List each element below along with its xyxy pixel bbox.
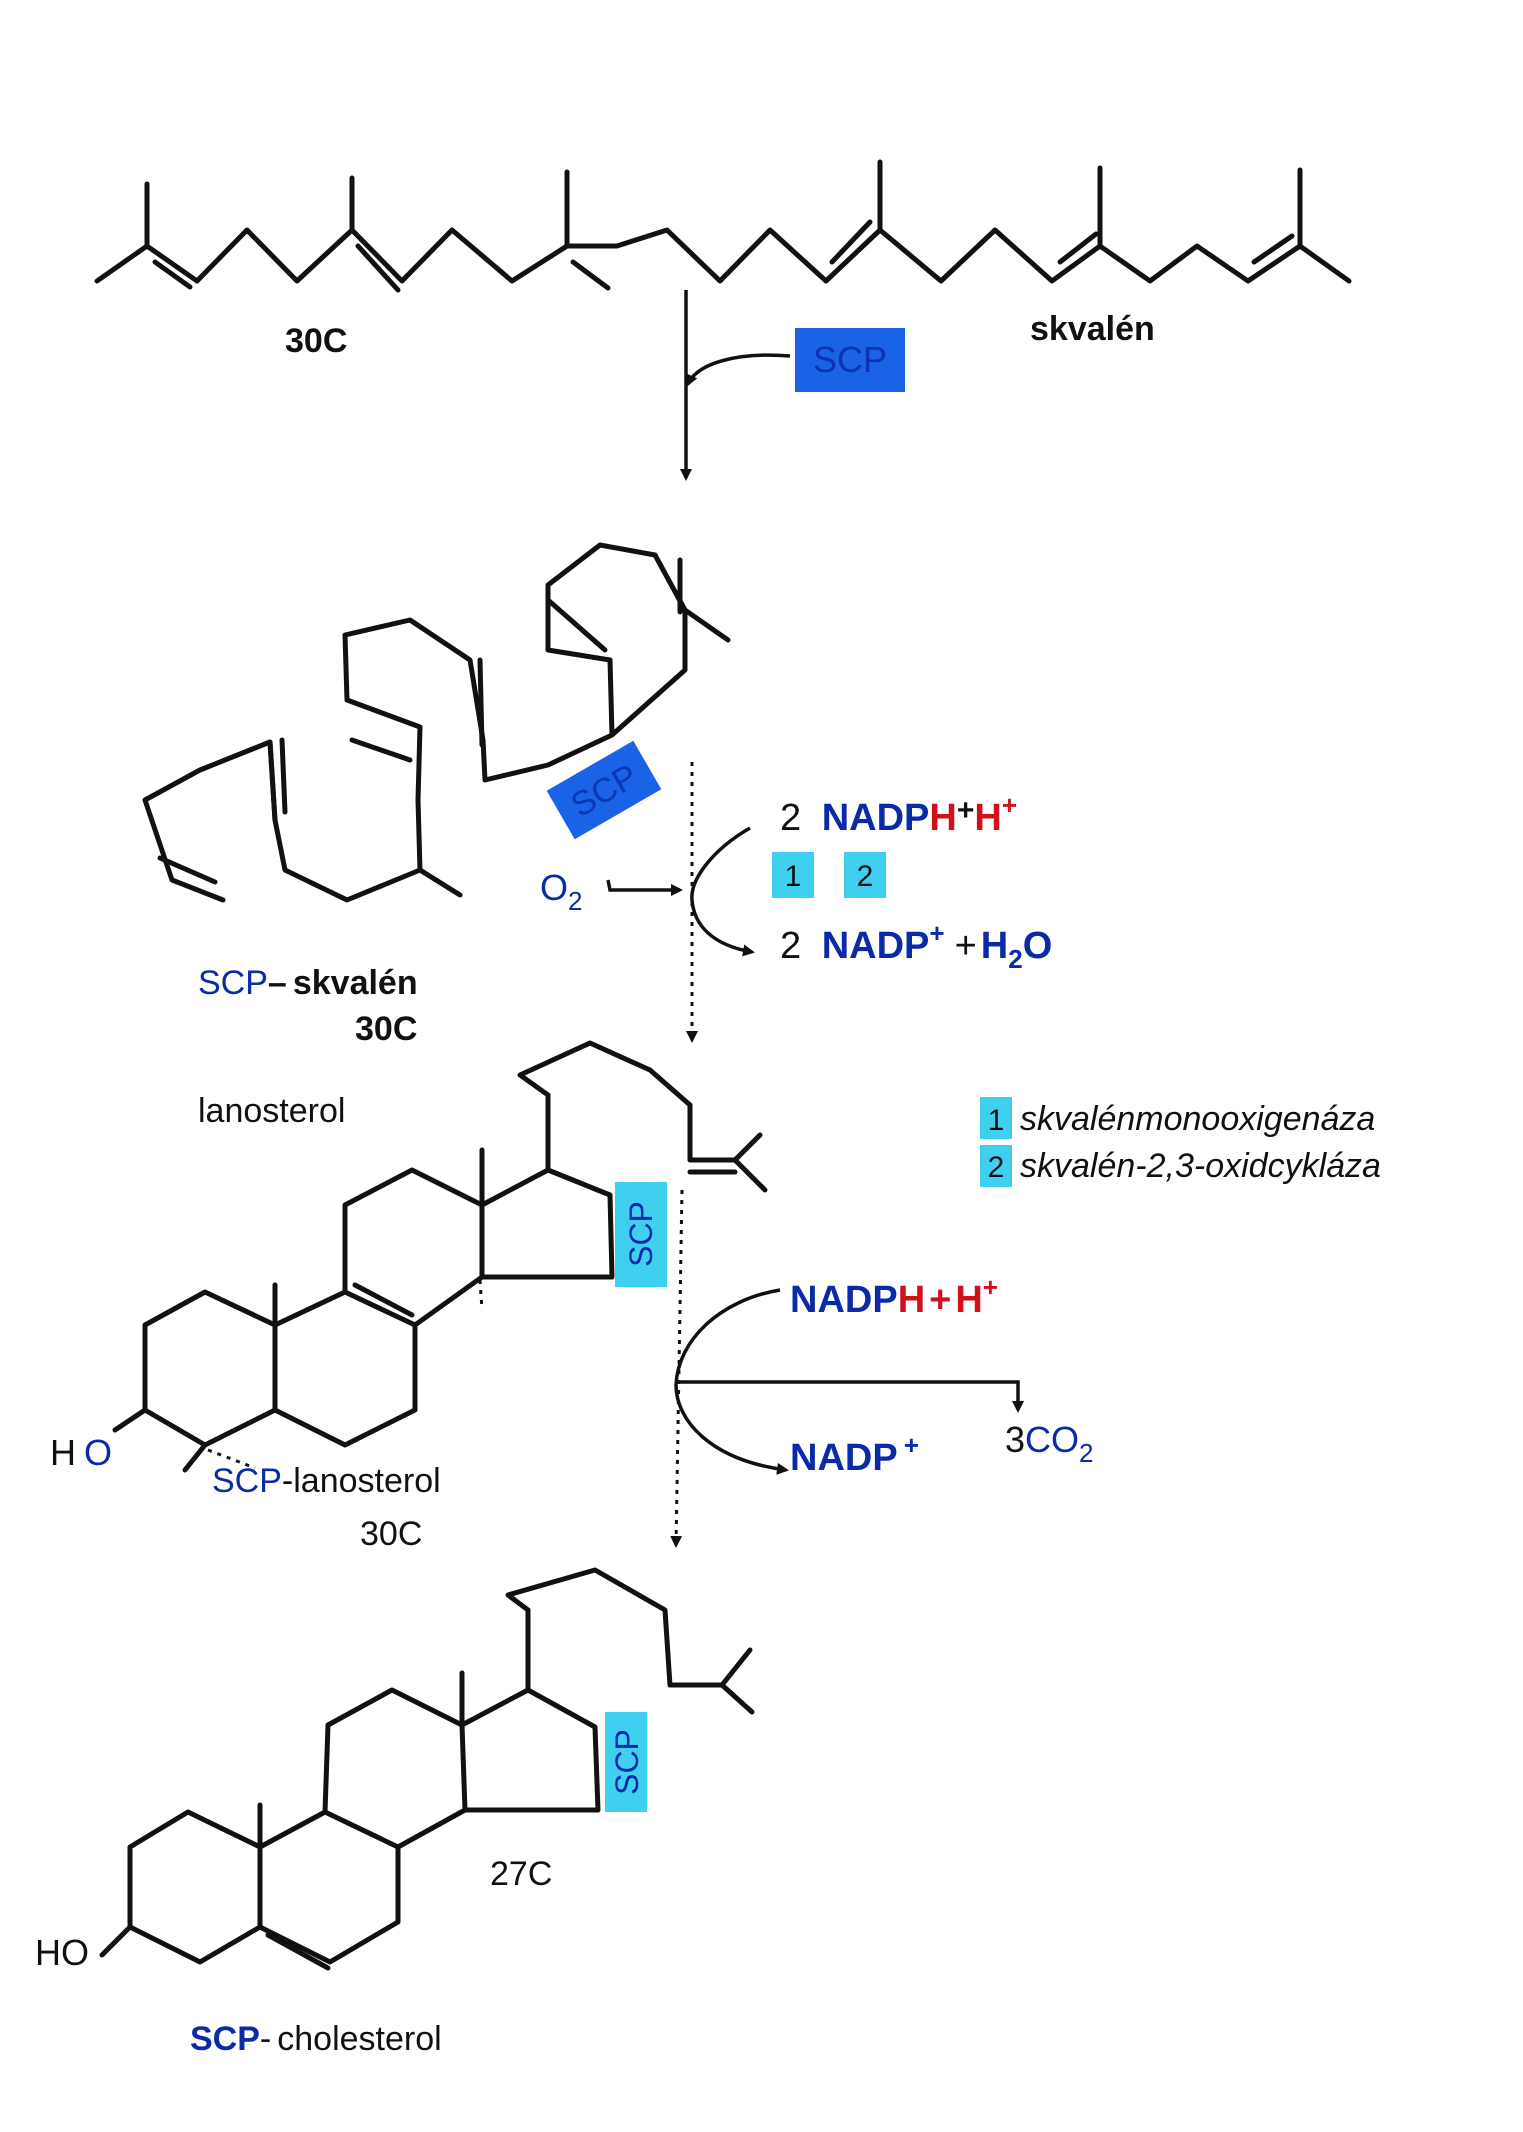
step2-cofactor-in: NADPH+H+ (790, 1272, 998, 1321)
scp-squalene-label: SCP–skvalén (198, 964, 418, 1002)
svg-text:1: 1 (785, 860, 802, 893)
scp-squalene-carbon-count: 30C (355, 1010, 417, 1048)
step1-cofactor-out: 2 NADP++H2O (780, 918, 1052, 974)
svg-text:SCP: SCP (623, 1201, 659, 1267)
legend-number-1: 1 (988, 1104, 1005, 1137)
scp-squalene-structure (142, 542, 731, 903)
step2-main-arrow (670, 1189, 1024, 1548)
carbon-dioxide-label: 3CO2 (1005, 1419, 1094, 1468)
svg-text:2: 2 (857, 860, 874, 893)
legend-number-2: 2 (988, 1151, 1005, 1184)
oxygen-label: O2 (540, 867, 582, 916)
enzyme-legend: 1 skvalénmonooxigenáza 2 skvalén-2,3-oxi… (980, 1097, 1381, 1187)
scp-badge-top: SCP (795, 328, 905, 392)
step1-main-arrow (606, 762, 755, 1043)
enzyme-badge-2: 2 (844, 852, 886, 898)
svg-text:SCP: SCP (813, 339, 887, 380)
scp-binding-arrow (680, 290, 791, 481)
lanosterol-structure (112, 1040, 768, 1473)
cholesterol-structure (99, 1567, 755, 1971)
cholesterol-hydroxyl: HO (35, 1932, 89, 1973)
legend-enzyme-1: skvalénmonooxigenáza (1020, 1100, 1375, 1138)
step2-cofactor-out: NADP+ (790, 1430, 919, 1479)
scp-badge-cholesterol: SCP (605, 1712, 647, 1812)
squalene-label: skvalén (1030, 310, 1155, 348)
step1-cofactor-in: 2 NADPH+H+ (780, 790, 1017, 839)
svg-text:SCP: SCP (609, 1729, 645, 1795)
squalene-carbon-count: 30C (285, 322, 347, 360)
squalene-structure (94, 159, 1352, 293)
legend-enzyme-2: skvalén-2,3-oxidcykláza (1020, 1147, 1381, 1185)
cholesterol-carbon-count: 27C (490, 1855, 552, 1893)
scp-cholesterol-label: SCP-cholesterol (190, 2020, 442, 2058)
lanosterol-carbon-count: 30C (360, 1515, 422, 1553)
scp-badge-lanosterol: SCP (615, 1182, 667, 1287)
scp-lanosterol-label: SCP-lanosterol (212, 1462, 441, 1500)
lanosterol-label: lanosterol (198, 1092, 345, 1130)
enzyme-badge-1: 1 (772, 852, 814, 898)
